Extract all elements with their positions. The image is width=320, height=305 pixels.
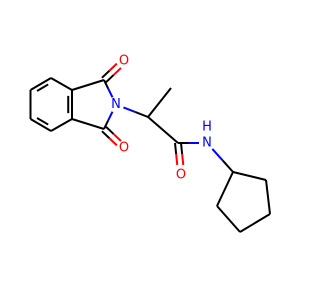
n-alpha-bond (123, 106, 137, 114)
atom-label-oxygen-top: O (119, 54, 129, 69)
ring-bond (71, 118, 105, 130)
atom-label-nitrogen-imide: N (111, 97, 121, 112)
alpha-carbonyl-bond (147, 116, 179, 144)
carbonyl-bond (105, 126, 115, 135)
cyclopentane-bond (265, 179, 271, 215)
benzene-inner-bond (36, 117, 49, 126)
ring-bond (107, 88, 114, 98)
atom-label-oxygen-bottom: O (119, 141, 129, 156)
atom-label-nitrogen-amide: N (202, 136, 212, 151)
methyl-bond (147, 87, 172, 118)
amide-carbonyl-bond (181, 153, 185, 166)
cyclopentane-bond (216, 171, 234, 207)
ring-bond (71, 79, 105, 91)
carbonyl-bond (112, 133, 122, 142)
benzene-inner-bond (36, 83, 49, 92)
ring-bond (107, 111, 114, 121)
cyclopentane-bond (239, 213, 271, 233)
ring-bond (103, 79, 110, 90)
n-cyclopentyl-bond (221, 159, 234, 173)
n-alpha-bond (135, 111, 149, 118)
benzene-bond (29, 77, 52, 91)
cyclopentane-bond (216, 205, 241, 233)
n-cyclopentyl-bond (211, 148, 224, 162)
amide-carbonyl-bond (175, 153, 179, 166)
atom-label-hydrogen-amide: H (202, 120, 212, 135)
carbonyl-bond (105, 74, 115, 83)
cyclopentane-bond (232, 171, 267, 181)
atom-label-oxygen-amide: O (176, 168, 186, 183)
carbonyl-bond (101, 130, 111, 139)
carbonyl-bond (108, 137, 118, 147)
carbonyl-bond (101, 70, 111, 79)
bonds (29, 62, 271, 233)
amide-carbonyl-bond (174, 142, 178, 155)
benzene-bond (29, 118, 52, 132)
amide-carbonyl-bond (180, 142, 184, 155)
carbonyl-bond (108, 62, 118, 72)
carbonyl-bond (112, 67, 122, 76)
ring-bond (103, 119, 110, 130)
benzene-bond (50, 77, 73, 91)
benzene-bond (50, 118, 73, 132)
